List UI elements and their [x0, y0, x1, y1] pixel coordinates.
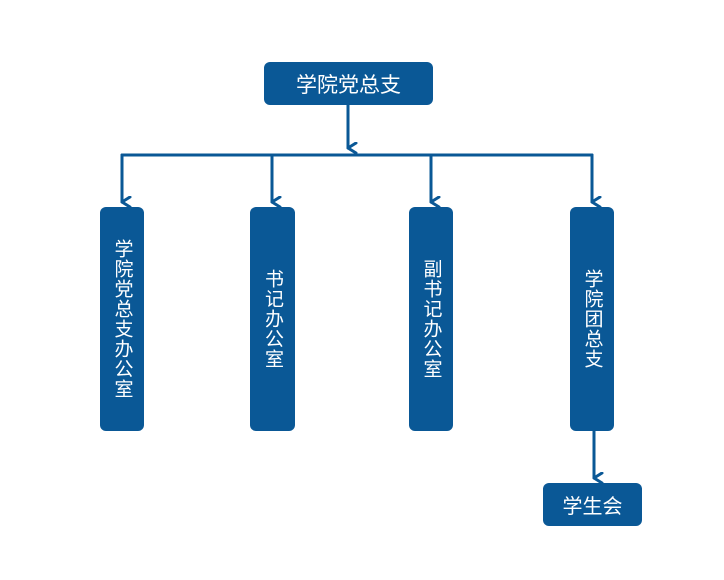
- child-node-party-office: 学院党总支办公室: [100, 207, 144, 431]
- child-node-label: 学院团总支: [581, 269, 604, 369]
- root-node: 学院党总支: [264, 62, 433, 105]
- child-node-youth-league: 学院团总支: [570, 207, 614, 431]
- child-node-label: 副书记办公室: [420, 259, 443, 379]
- root-node-label: 学院党总支: [296, 72, 401, 97]
- child-node-deputy-secretary-office: 副书记办公室: [409, 207, 453, 431]
- grandchild-node-label: 学生会: [562, 494, 623, 518]
- child-node-secretary-office: 书记办公室: [250, 207, 295, 431]
- child-node-label: 学院党总支办公室: [111, 239, 134, 399]
- grandchild-node-student-union: 学生会: [543, 483, 642, 526]
- child-node-label: 书记办公室: [262, 269, 284, 369]
